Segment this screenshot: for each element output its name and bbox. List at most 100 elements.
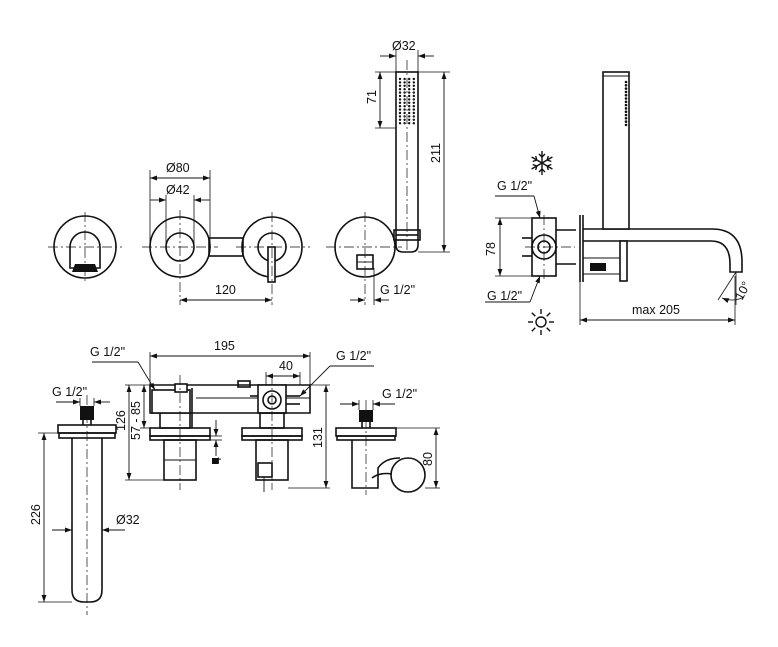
dim-d32-top: Ø32 — [392, 39, 416, 53]
nozzle-dot — [398, 91, 402, 94]
nozzle-dot — [412, 84, 415, 88]
nozzle-dot — [398, 88, 402, 91]
side-view: 78 G 1/2" G 1/2" max 205 10° — [484, 71, 754, 335]
dim-g12-holder: G 1/2" — [382, 387, 417, 401]
nozzle-dot — [412, 111, 415, 115]
dim-126: 126 — [114, 410, 128, 431]
front-view: Ø32 71 211 Ø80 Ø42 120 G 1/2" — [48, 39, 450, 305]
nozzle-dot — [624, 93, 628, 97]
spout-top: G 1/2" 226 Ø32 — [29, 385, 140, 615]
nozzle-dot — [408, 111, 411, 115]
dim-80b: 80 — [421, 452, 435, 466]
dim-131: 131 — [311, 427, 325, 448]
nozzle-dot — [408, 98, 411, 101]
nozzle-dot — [408, 105, 411, 108]
nozzle-dot — [624, 120, 628, 123]
nozzle-dot — [403, 84, 406, 88]
nozzle-dot — [398, 108, 402, 111]
nozzle-dot — [408, 118, 411, 122]
nozzle-dot — [398, 101, 402, 105]
nozzle-dot — [408, 108, 411, 111]
nozzle-dot — [398, 111, 402, 115]
dim-57-85: 57 - 85 — [129, 401, 143, 440]
dim-d42: Ø42 — [166, 183, 190, 197]
nozzle-dot — [398, 81, 402, 84]
diverter-rosette — [142, 210, 218, 305]
dim-78: 78 — [484, 242, 498, 256]
nozzle-dot — [408, 88, 411, 91]
spout-rosette — [48, 212, 122, 282]
nozzle-dot — [403, 98, 406, 101]
dim-120: 120 — [215, 283, 236, 297]
nozzle-dot — [398, 98, 402, 101]
dim-195: 195 — [214, 339, 235, 353]
nozzle-dot — [398, 118, 402, 122]
shower-nozzle-grid — [398, 77, 415, 125]
sun-icon — [528, 309, 554, 335]
nozzle-dot — [412, 88, 415, 91]
nozzle-dot — [403, 118, 406, 122]
nozzle-dot — [403, 105, 406, 108]
nozzle-dot — [398, 105, 402, 108]
nozzle-dot — [403, 81, 406, 84]
nozzle-dot — [624, 100, 628, 104]
nozzle-dot — [403, 122, 406, 125]
nozzle-dot — [624, 103, 628, 107]
nozzle-dot — [412, 77, 415, 81]
nozzle-dot — [403, 91, 406, 94]
holder-rosette — [326, 60, 421, 305]
dim-4: 4 — [210, 457, 224, 464]
nozzle-dot — [624, 80, 628, 84]
nozzle-dot — [408, 122, 411, 125]
shower-nozzle-column — [624, 80, 628, 127]
concealed-box — [149, 375, 311, 492]
nozzle-dot — [398, 77, 402, 81]
nozzle-dot — [624, 117, 628, 120]
nozzle-dot — [398, 122, 402, 125]
nozzle-dot — [403, 111, 406, 115]
nozzle-dot — [624, 90, 628, 94]
nozzle-dot — [412, 118, 415, 122]
dim-g12-front-right: G 1/2" — [336, 349, 371, 363]
nozzle-dot — [624, 84, 628, 87]
dim-angle10: 10° — [732, 279, 753, 302]
nozzle-dot — [412, 101, 415, 105]
nozzle-dot — [403, 94, 406, 98]
dim-40: 40 — [279, 359, 293, 373]
nozzle-dot — [412, 105, 415, 108]
dim-71: 71 — [365, 90, 379, 104]
nozzle-dot — [624, 110, 628, 113]
dim-d80: Ø80 — [166, 161, 190, 175]
nozzle-dot — [403, 101, 406, 105]
nozzle-dot — [412, 91, 415, 94]
nozzle-dot — [398, 84, 402, 88]
dim-max205: max 205 — [632, 303, 680, 317]
nozzle-dot — [624, 107, 628, 110]
nozzle-dot — [403, 77, 406, 81]
dim-d32-spout: Ø32 — [116, 513, 140, 527]
dim-g12-side-bottom: G 1/2" — [487, 289, 522, 303]
holder-top: G 1/2" 80 — [335, 387, 440, 495]
nozzle-dot — [403, 108, 406, 111]
nozzle-dot — [403, 115, 406, 118]
nozzle-dot — [408, 84, 411, 88]
nozzle-dot — [412, 81, 415, 84]
dim-g12-front-left: G 1/2" — [90, 345, 125, 359]
nozzle-dot — [624, 87, 628, 90]
nozzle-dot — [408, 94, 411, 98]
dim-226: 226 — [29, 504, 43, 525]
nozzle-dot — [624, 113, 628, 117]
nozzle-dot — [412, 115, 415, 118]
dim-g12-spout: G 1/2" — [52, 385, 87, 399]
nozzle-dot — [408, 81, 411, 84]
top-view: G 1/2" 226 Ø32 — [29, 339, 440, 615]
nozzle-dot — [412, 98, 415, 101]
snowflake-icon — [531, 151, 553, 175]
dim-g12-handset: G 1/2" — [380, 283, 415, 297]
nozzle-dot — [408, 115, 411, 118]
dim-g12-side-top: G 1/2" — [497, 179, 532, 193]
nozzle-dot — [408, 101, 411, 105]
nozzle-dot — [408, 77, 411, 81]
nozzle-dot — [624, 97, 628, 100]
